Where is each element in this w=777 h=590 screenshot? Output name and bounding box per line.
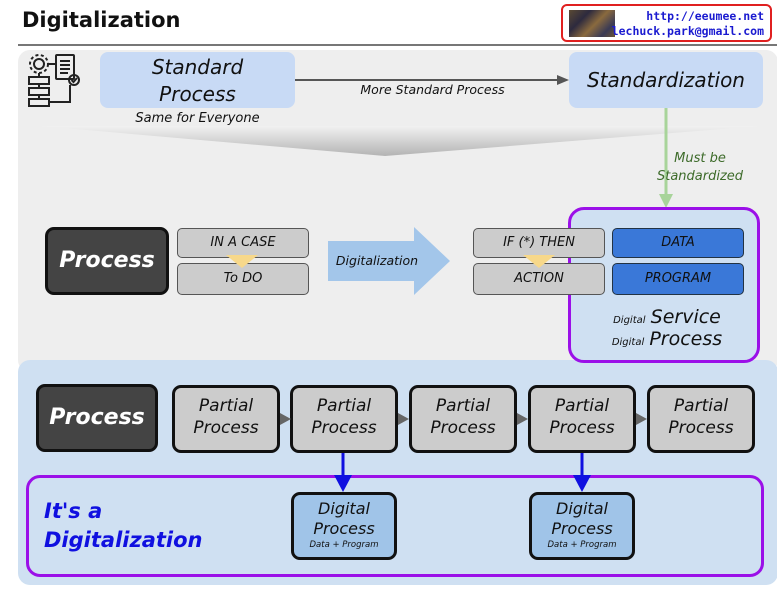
contact-badge: http://eeumee.net lechuck.park@gmail.com <box>561 4 772 42</box>
partial-process-4[interactable]: Partial Process <box>528 385 636 453</box>
digitalize-arrow-2 <box>573 453 591 492</box>
funnel-shadow <box>40 126 760 156</box>
rule-down-arrow <box>523 255 555 268</box>
standardization-box[interactable]: Standardization <box>569 52 763 108</box>
standard-process-box[interactable]: Standard Process <box>100 52 295 108</box>
partial-line2: Process <box>430 418 496 438</box>
its-a-line1: It's a <box>44 499 103 523</box>
digital-sub: Data + Program <box>547 540 617 550</box>
connector-arrow-2 <box>398 413 409 425</box>
digital-sub: Data + Program <box>309 540 379 550</box>
header-divider <box>18 44 777 46</box>
partial-process-2[interactable]: Partial Process <box>290 385 398 453</box>
partial-line2: Process <box>549 418 615 438</box>
partial-line1: Partial <box>435 396 491 416</box>
case-down-arrow <box>226 255 258 268</box>
digital-process-box-2[interactable]: Digital Process Data + Program <box>529 492 635 560</box>
partial-line2: Process <box>668 418 734 438</box>
in-a-case-box[interactable]: IN A CASE <box>177 228 309 258</box>
digitalize-arrow-1 <box>334 453 352 492</box>
must-be-standardized-label: Must be Standardized <box>640 150 760 186</box>
its-a-line2: Digitalization <box>44 528 203 552</box>
must-be-line2: Standardized <box>656 169 744 184</box>
standard-process-subtitle: Same for Everyone <box>135 111 260 126</box>
must-standardize-arrow <box>659 108 673 208</box>
program-box[interactable]: PROGRAM <box>612 263 744 295</box>
connector-arrow-1 <box>280 413 291 425</box>
contact-url[interactable]: http://eeumee.net <box>646 9 764 23</box>
digital-service-prefix: Digital <box>613 315 646 326</box>
digital-process-box-1[interactable]: Digital Process Data + Program <box>291 492 397 560</box>
standard-process-line1: Standard <box>151 55 244 79</box>
digitalization-arrow <box>328 227 450 295</box>
digital-line2: Process <box>551 519 613 538</box>
connector-arrow-3 <box>517 413 528 425</box>
partial-line1: Partial <box>198 396 254 416</box>
process-flow-icon <box>28 54 80 107</box>
partial-line2: Process <box>193 418 259 438</box>
partial-process-5[interactable]: Partial Process <box>647 385 755 453</box>
its-a-digitalization-label: It's a Digitalization <box>44 497 202 555</box>
action-box[interactable]: ACTION <box>473 263 605 295</box>
partial-line2: Process <box>311 418 377 438</box>
if-then-box[interactable]: IF (*) THEN <box>473 228 605 258</box>
digitalization-arrow-label: Digitalization <box>335 253 419 268</box>
process-box-middle[interactable]: Process <box>45 227 169 295</box>
standard-process-line2: Process <box>159 82 236 106</box>
partial-line1: Partial <box>554 396 610 416</box>
process-box-bottom[interactable]: Process <box>36 384 158 452</box>
contact-email[interactable]: lechuck.park@gmail.com <box>611 24 764 38</box>
partial-line1: Partial <box>316 396 372 416</box>
data-box[interactable]: DATA <box>612 228 744 258</box>
partial-line1: Partial <box>673 396 729 416</box>
must-be-line1: Must be <box>674 151 726 166</box>
digital-line1: Digital <box>318 499 370 518</box>
more-standard-arrow <box>295 75 569 85</box>
its-a-digitalization-container <box>26 475 764 577</box>
digital-process-word: Process <box>649 328 723 350</box>
connector-arrow-4 <box>636 413 647 425</box>
partial-process-3[interactable]: Partial Process <box>409 385 517 453</box>
digital-service-label: Digital Service Digital Process <box>572 306 762 350</box>
digital-process-prefix: Digital <box>611 337 645 348</box>
digital-line2: Process <box>313 519 375 538</box>
page-title: Digitalization <box>22 8 181 32</box>
digital-line1: Digital <box>556 499 608 518</box>
author-thumbnail <box>569 10 615 37</box>
to-do-box[interactable]: To DO <box>177 263 309 295</box>
more-standard-process-label: More Standard Process <box>360 82 505 97</box>
partial-process-1[interactable]: Partial Process <box>172 385 280 453</box>
digital-service-word: Service <box>650 306 721 328</box>
